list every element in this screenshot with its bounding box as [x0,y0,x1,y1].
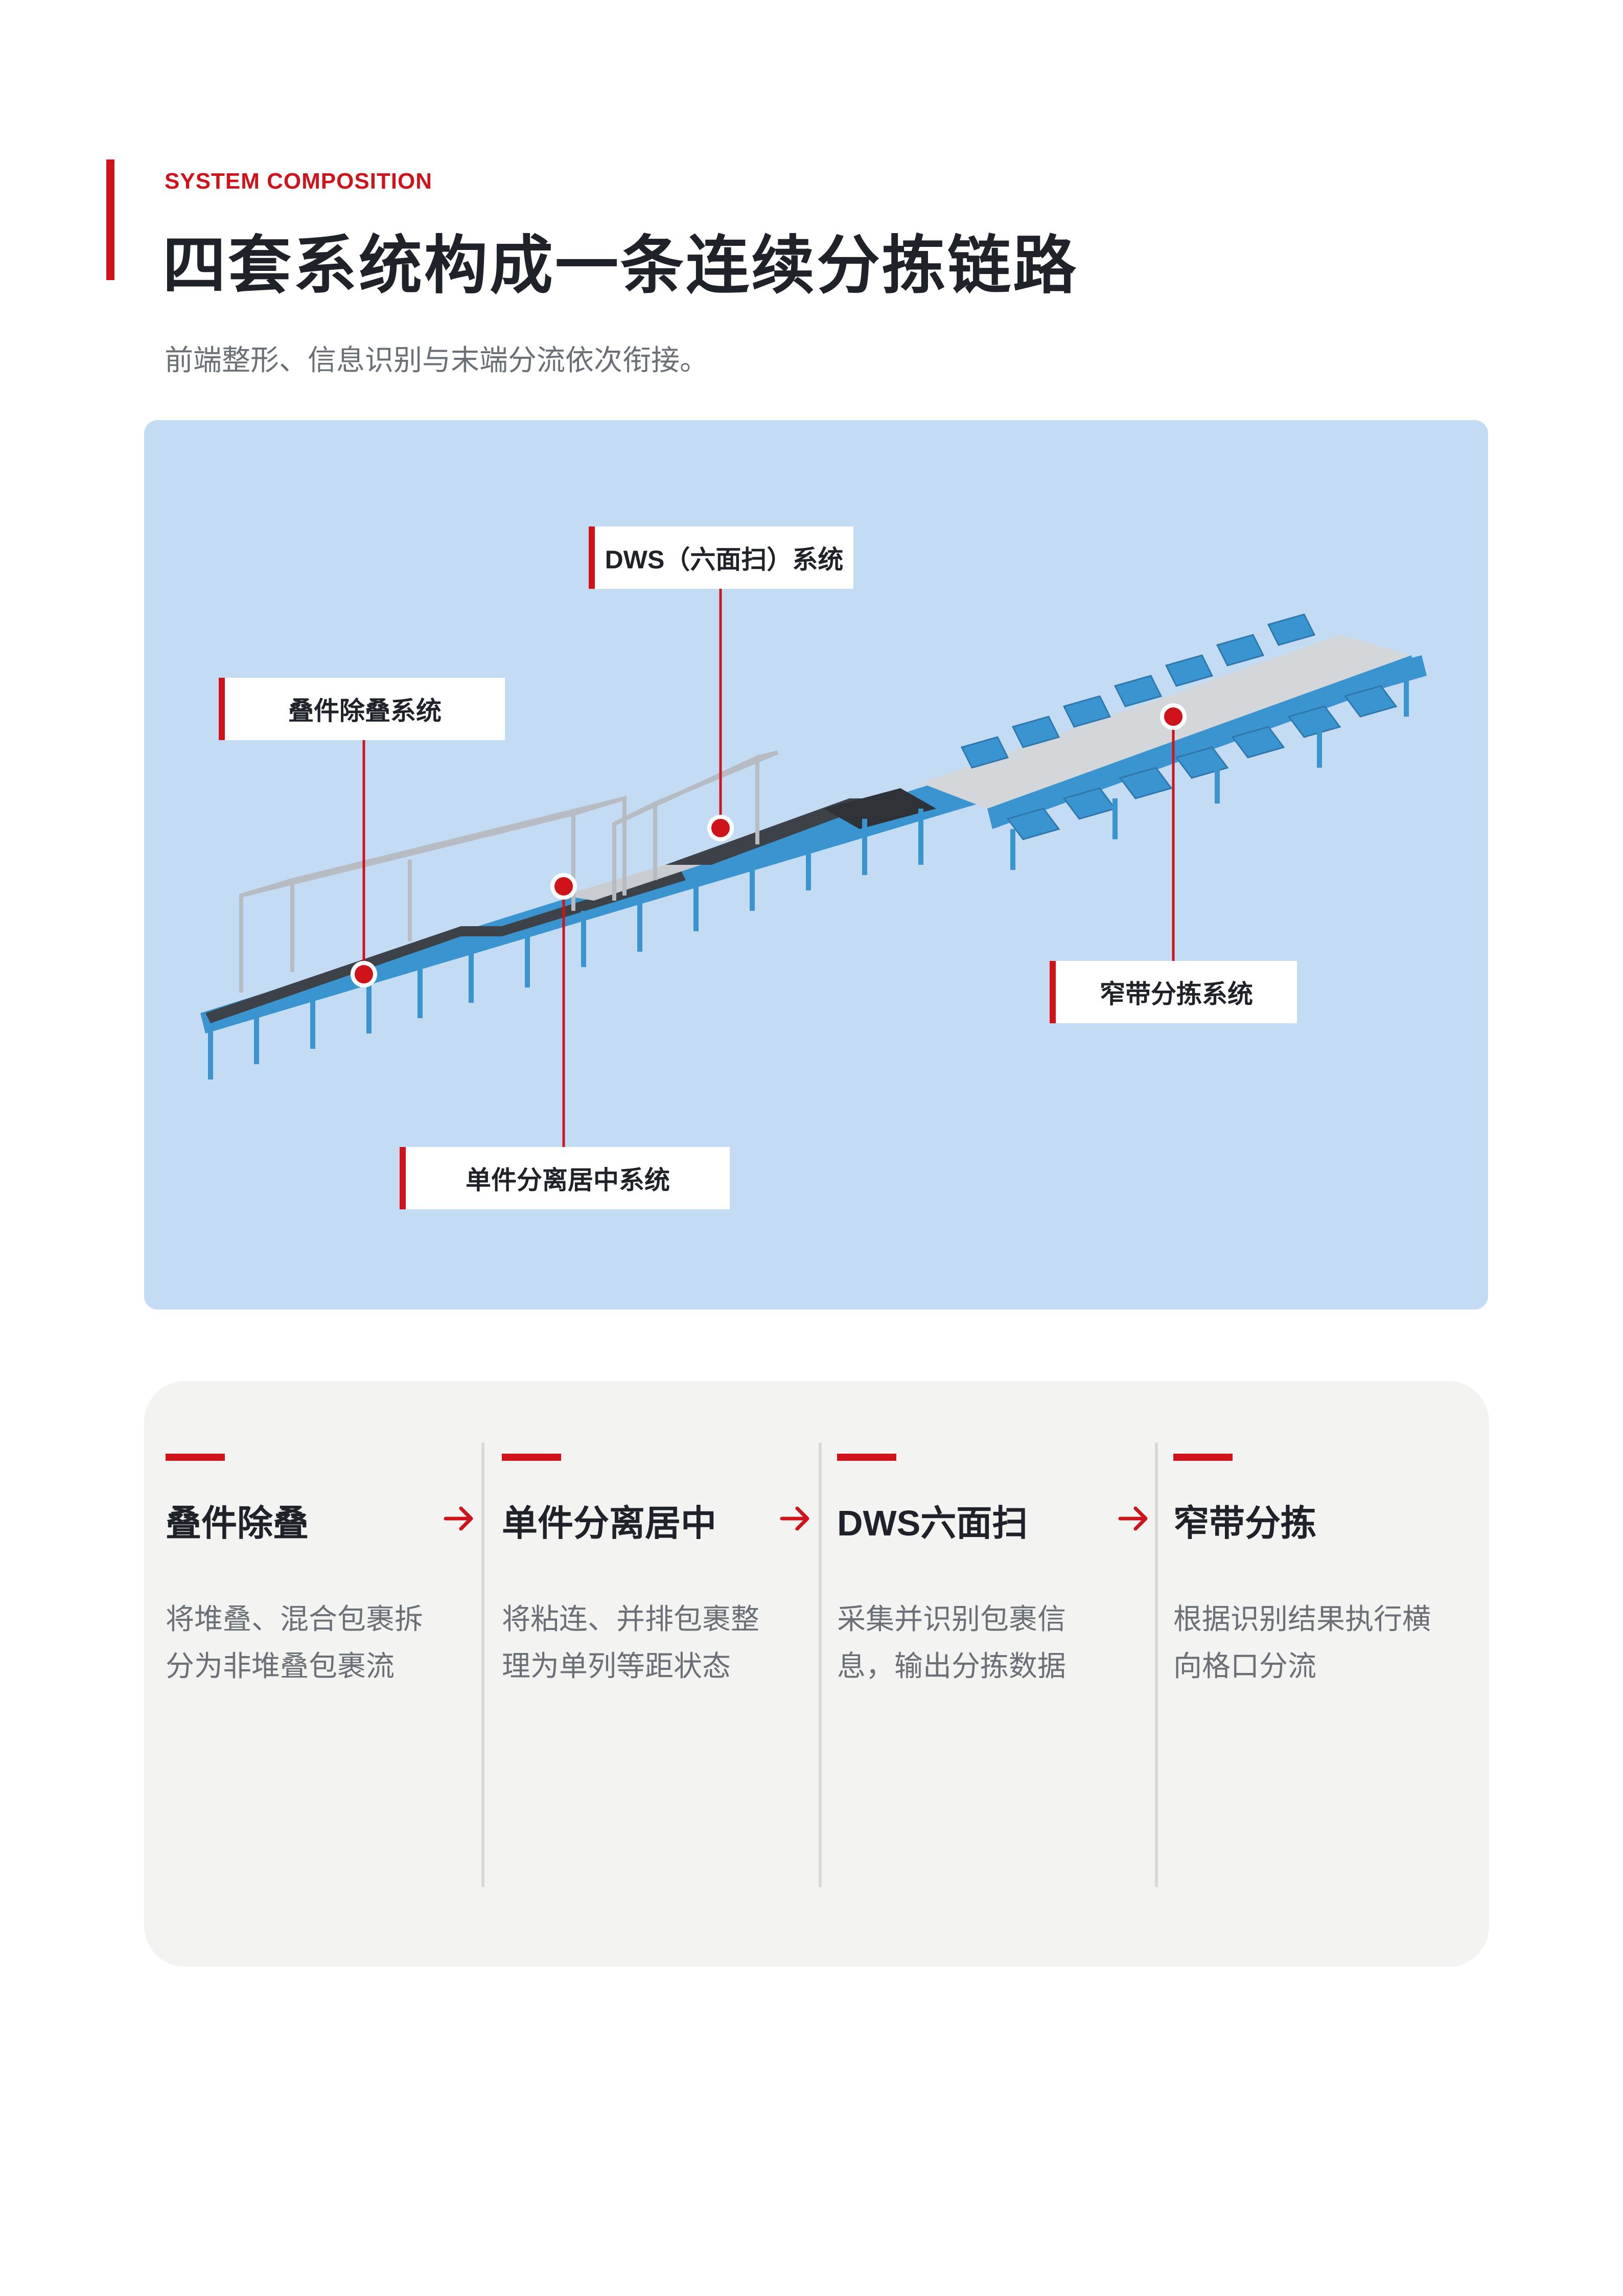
step-description: 采集并识别包裹信息，输出分拣数据 [837,1603,1066,1682]
step-name: 单件分离居中 [502,1503,716,1543]
step-singulation: 单件分离居中 将粘连、并排包裹整理为单列等距状态 [502,1381,808,1967]
page-subtitle: 前端整形、信息识别与末端分流依次衔接。 [165,344,708,376]
gantry-frames [239,750,779,993]
sorter-side [987,655,1417,829]
page-title: 四套系统构成一条连续分拣链路 [163,231,1079,301]
leader-lines [362,589,1175,1147]
arrow-right-icon [444,1506,473,1531]
step-sorter: 窄带分拣 根据识别结果执行横向格口分流 [1173,1381,1480,1967]
step-accent-mark [837,1454,896,1461]
transfer-belt [824,788,936,829]
step-name: DWS六面扫 [837,1503,1028,1543]
callout-dws: DWS（六面扫）系统 [589,526,853,589]
step-description: 将粘连、并排包裹整理为单列等距状态 [502,1603,759,1682]
hotspot-dots [351,703,1187,988]
callout-sorter: 窄带分拣系统 [1050,961,1297,1023]
step-dws: DWS六面扫 采集并识别包裹信息，输出分拣数据 [837,1381,1144,1967]
dws-belt [665,798,890,865]
step-divider [819,1442,822,1887]
conveyor-illustration [200,589,1427,1147]
callout-destack: 叠件除叠系统 [219,678,505,740]
step-accent-mark [502,1454,561,1461]
system-diagram: DWS（六面扫）系统 叠件除叠系统 窄带分拣系统 单件分离居中系统 [144,420,1488,1310]
section-eyebrow: SYSTEM COMPOSITION [165,169,433,194]
arrow-right-icon [780,1506,809,1531]
step-destack: 叠件除叠 将堆叠、混合包裹拆分为非堆叠包裹流 [166,1381,472,1967]
destack-belt [205,870,686,1023]
header-accent-bar [106,159,114,280]
arrow-right-icon [1118,1506,1148,1531]
step-name: 叠件除叠 [166,1503,309,1543]
step-description: 根据识别结果执行横向格口分流 [1173,1603,1431,1682]
step-accent-mark [166,1454,225,1461]
step-divider [1155,1442,1158,1887]
step-description: 将堆叠、混合包裹拆分为非堆叠包裹流 [166,1603,423,1682]
step-name: 窄带分拣 [1173,1503,1316,1543]
singulation-rollers [563,865,701,901]
step-divider [481,1442,484,1887]
conveyor-legs [208,676,1409,1080]
process-steps-panel: 叠件除叠 将堆叠、混合包裹拆分为非堆叠包裹流 单件分离居中 将粘连、并排包裹整理… [144,1381,1489,1967]
callout-singulation: 单件分离居中系统 [400,1147,730,1209]
step-accent-mark [1173,1454,1233,1461]
